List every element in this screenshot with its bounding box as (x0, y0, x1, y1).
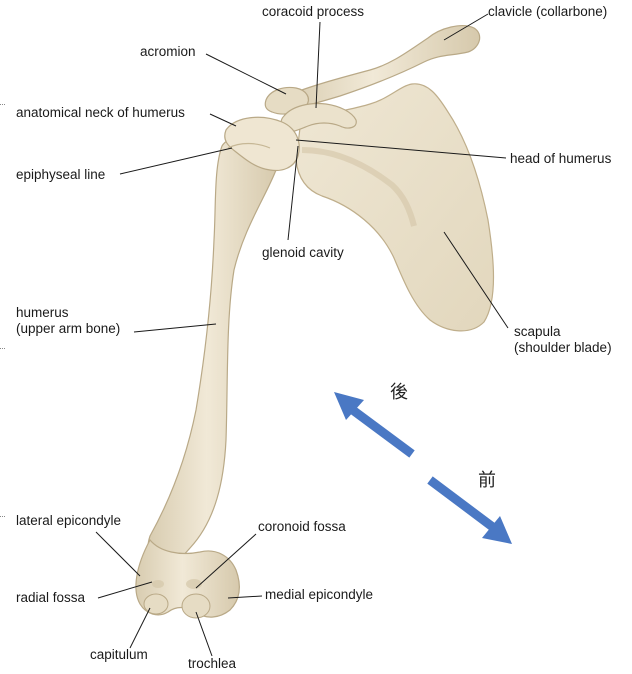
label-humerus-line1: humerus (16, 305, 69, 320)
leader-lateral-epicondyle (95, 531, 141, 577)
scapula-spine-shadow (301, 147, 417, 227)
leader-epiphyseal (119, 147, 233, 175)
label-clavicle: clavicle (collarbone) (488, 4, 608, 19)
label-radial-fossa: radial fossa (16, 590, 86, 605)
leader-humerus (133, 323, 217, 333)
label-scapula: scapula (shoulder blade) (514, 324, 612, 356)
leader-head-humerus (295, 139, 507, 159)
label-medial-epicondyle: medial epicondyle (265, 587, 374, 602)
label-capitulum: capitulum (90, 647, 148, 662)
leader-clavicle (443, 13, 489, 41)
label-coronoid-fossa: coronoid fossa (258, 519, 346, 534)
label-lateral-epicondyle: lateral epicondyle (16, 513, 122, 528)
leader-anatomical-neck (209, 113, 237, 127)
label-glenoid-cavity: glenoid cavity (262, 245, 344, 260)
leader-medial-epicondyle (227, 595, 263, 599)
label-coracoid-process: coracoid process (262, 4, 365, 19)
label-head-of-humerus: head of humerus (510, 151, 612, 166)
radial-fossa-mark (152, 580, 164, 588)
epiphyseal-line-mark (227, 142, 271, 149)
leader-lines (95, 13, 509, 657)
humerus-head (224, 116, 300, 172)
edge-tick-middle (0, 348, 5, 349)
label-humerus: humerus (upper arm bone) (16, 305, 120, 337)
leader-glenoid (287, 145, 299, 241)
coronoid-fossa-mark (186, 579, 202, 589)
direction-arrow (334, 392, 512, 544)
leader-radial-fossa (97, 581, 153, 599)
label-trochlea: trochlea (188, 656, 237, 671)
scapula-shape (295, 83, 495, 332)
edge-tick-bottom (0, 516, 5, 517)
label-epiphyseal-line: epiphyseal line (16, 167, 106, 182)
edge-tick-top (0, 104, 5, 105)
label-anatomical-neck: anatomical neck of humerus (16, 105, 185, 120)
leader-scapula (443, 231, 509, 329)
trochlea-shape (181, 593, 211, 619)
leader-capitulum (129, 607, 151, 649)
leader-coronoid (195, 533, 257, 589)
leader-acromion (205, 53, 287, 95)
label-humerus-line2: (upper arm bone) (16, 321, 121, 336)
label-anterior: 前 (478, 470, 496, 491)
label-acromion: acromion (140, 44, 196, 59)
leader-coracoid (315, 21, 321, 109)
leader-trochlea (195, 611, 213, 657)
humerus-shaft (147, 134, 280, 567)
clavicle-shape (285, 25, 481, 109)
label-posterior: 後 (390, 382, 408, 403)
capitulum-shape (143, 593, 169, 615)
label-scapula-line2: (shoulder blade) (514, 340, 612, 355)
label-scapula-line1: scapula (514, 324, 561, 339)
